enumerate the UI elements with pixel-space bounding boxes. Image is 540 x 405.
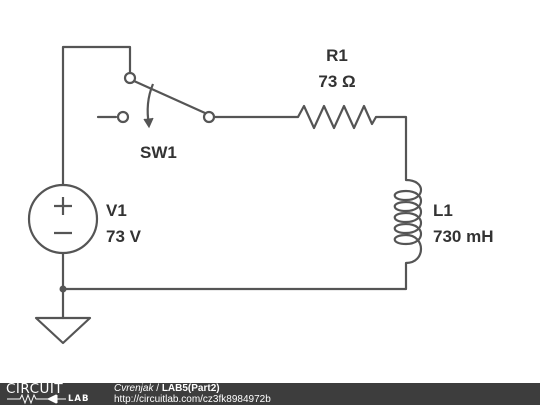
wire-left-top [61, 45, 132, 187]
circuit-diagram: R1 73 Ω SW1 V1 73 V L1 730 mH [27, 45, 493, 345]
l1-value-label: 730 mH [433, 227, 493, 246]
wire-r1-to-l1 [374, 115, 408, 182]
voltage-source-icon [27, 183, 99, 255]
inductor-icon [393, 178, 423, 265]
logo-circuit-icon [7, 393, 66, 405]
r1-value-label: 73 Ω [318, 72, 355, 91]
switch-icon[interactable] [116, 71, 216, 129]
author-link[interactable]: Cvrenjak [114, 383, 154, 394]
v1-value-label: 73 V [106, 227, 142, 246]
circuitlab-logo[interactable]: CIRCUIT LAB [6, 381, 94, 405]
sw1-name-label: SW1 [140, 143, 177, 162]
logo-text-bottom: LAB [68, 394, 90, 404]
project-title-line: Cvrenjak / LAB5(Part2) [114, 383, 271, 394]
v1-name-label: V1 [106, 201, 127, 220]
project-meta: Cvrenjak / LAB5(Part2) http://circuitlab… [114, 383, 271, 405]
wire-bottom [61, 261, 408, 291]
project-url[interactable]: http://circuitlab.com/cz3fk8984972b [114, 394, 271, 405]
title-separator: / [153, 383, 162, 394]
project-name-link[interactable]: LAB5(Part2) [161, 383, 220, 394]
r1-name-label: R1 [326, 46, 348, 65]
logo-text-top: CIRCUIT [6, 381, 64, 397]
junction-dot [59, 285, 67, 293]
ground-icon [34, 316, 92, 345]
l1-name-label: L1 [433, 201, 453, 220]
resistor-icon [297, 104, 377, 130]
footer-bar: CIRCUIT LAB Cvrenjak / LAB5(Part2) http:… [0, 381, 540, 405]
